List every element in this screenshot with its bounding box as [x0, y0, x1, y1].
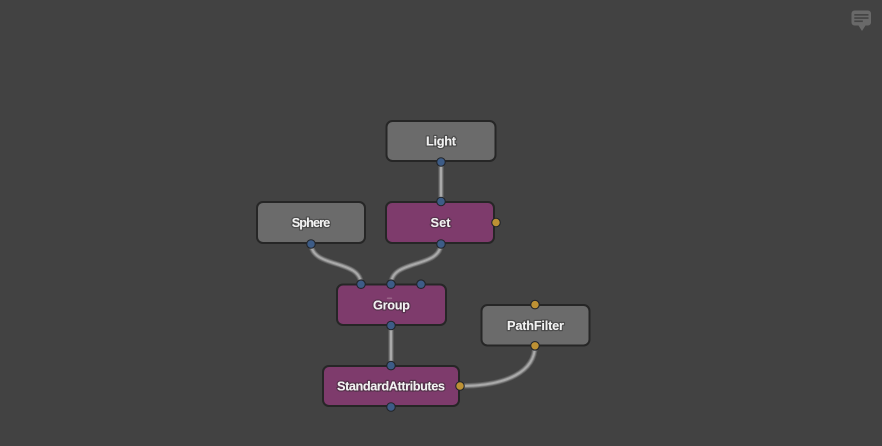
svg-text:Group: Group [373, 298, 410, 313]
svg-text:Set: Set [431, 215, 452, 230]
svg-text:StandardAttributes: StandardAttributes [337, 379, 445, 394]
svg-text:Group: Group [373, 298, 410, 313]
svg-text:Light: Light [426, 134, 457, 149]
svg-text:Sphere: Sphere [292, 215, 331, 230]
svg-text:Set: Set [431, 215, 452, 230]
svg-text:PathFilter: PathFilter [507, 318, 564, 333]
svg-text:Sphere: Sphere [292, 215, 331, 230]
svg-text:Light: Light [426, 134, 457, 149]
svg-text:StandardAttributes: StandardAttributes [337, 379, 445, 394]
svg-text:PathFilter: PathFilter [507, 318, 564, 333]
